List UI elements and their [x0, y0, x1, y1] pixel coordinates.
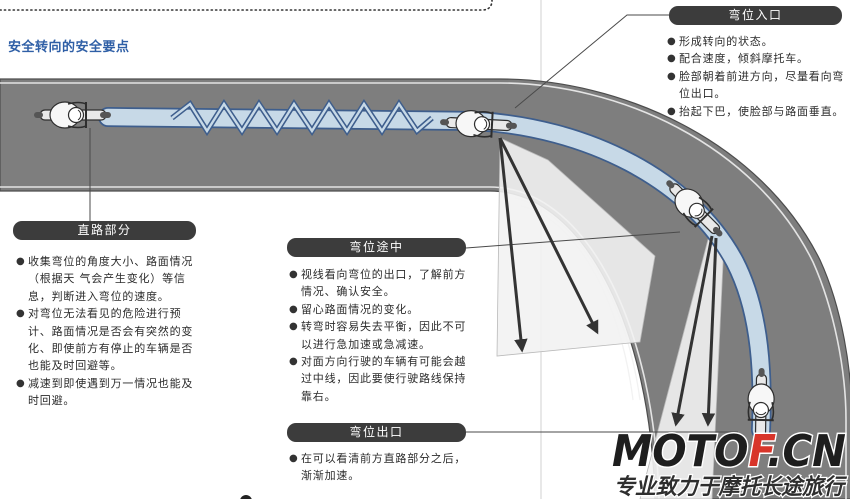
tip-item: ● 抬起下巴，使脸部与路面垂直。 [667, 103, 845, 120]
callout-line-mid-curve [465, 231, 681, 249]
tip-text: 视线看向弯位的出口，了解前方情况、确认安全。 [301, 268, 467, 299]
tip-item: ● 留心路面情况的变化。 [289, 301, 473, 318]
tip-item: ● 形成转向的状态。 [667, 33, 845, 50]
zigzag-path [170, 98, 434, 137]
sight-line-arrow [671, 235, 714, 427]
straight-section-label: 直路部分 [13, 221, 196, 240]
bullet-icon: ● [667, 105, 677, 117]
tip-item: ● 对面方向行驶的车辆有可能会越过中线，因此要使行驶路线保持靠右。 [289, 353, 473, 405]
callout-line-entry [514, 14, 669, 109]
tip-text: 收集弯位的角度大小、路面情况（根据天 气会产生变化）等信息，判断进入弯位的速度。 [28, 255, 194, 303]
field-of-view-area [496, 137, 656, 357]
tip-text: 减速到即使遇到万一情况也能及时回避。 [28, 376, 194, 408]
watermark-logo-prefix: MOTO [612, 426, 748, 477]
curve-entry-section-label: 弯位入口 [669, 6, 842, 25]
bullet-icon: ● [16, 377, 26, 389]
tip-item: ● 配合速度，倾斜摩托车。 [667, 50, 845, 67]
tip-item: ● 视线看向弯位的出口，了解前方情况、确认安全。 [289, 266, 473, 301]
bullet-icon: ● [667, 70, 677, 82]
curve-entry-section-tips: ● 形成转向的状态。 ● 配合速度，倾斜摩托车。 ● 脸部朝着前进方向，尽量看向… [667, 33, 845, 120]
bullet-icon: ● [667, 36, 677, 47]
bullet-icon: ● [289, 303, 299, 315]
tip-text: 对面方向行驶的车辆有可能会越过中线，因此要使行驶路线保持靠右。 [301, 355, 467, 403]
tip-text: 转弯时容易失去平衡，因此不可以进行急加速或急减速。 [301, 320, 467, 351]
bullet-icon: ● [667, 53, 677, 65]
watermark-logo-suffix: .CN [767, 426, 846, 477]
bullet-icon: ● [289, 321, 299, 333]
straight-section-tips: ● 收集弯位的角度大小、路面情况（根据天 气会产生变化）等信息，判断进入弯位的速… [16, 253, 200, 410]
tip-item: ● 对弯位无法看见的危险进行预计、路面情况是否会有突然的变化、即使前方有停止的车… [16, 305, 200, 375]
sight-line-arrow [701, 237, 718, 427]
tip-item: ● 脸部朝着前进方向，尽量看向弯位出口。 [667, 68, 845, 103]
road-outer-edge-line [0, 82, 847, 499]
watermark-logo: MOTOF.CN [612, 426, 846, 477]
tip-item: ● 转弯时容易失去平衡，因此不可以进行急加速或急减速。 [289, 318, 473, 353]
bullet-icon: ● [289, 356, 299, 368]
bullet-icon: ● [16, 256, 26, 267]
bullet-icon: ● [16, 308, 26, 320]
sight-line-arrow [498, 137, 599, 335]
page-frame-dotted [0, 0, 493, 11]
tip-text: 在可以看清前方直路部分之后，渐渐加速。 [301, 452, 467, 483]
tip-item: ● 减速到即使遇到万一情况也能及时回避。 [16, 375, 200, 410]
rider-path [98, 107, 772, 440]
tip-item: ● 收集弯位的角度大小、路面情况（根据天 气会产生变化）等信息，判断进入弯位的速… [16, 253, 200, 305]
tip-item: ● 在可以看清前方直路部分之后，渐渐加速。 [289, 450, 473, 485]
mid-curve-section-tips: ● 视线看向弯位的出口，了解前方情况、确认安全。 ● 留心路面情况的变化。 ● … [289, 266, 473, 405]
mid-curve-section-label: 弯位途中 [287, 238, 466, 257]
tip-text: 脸部朝着前进方向，尽量看向弯位出口。 [679, 69, 845, 101]
tip-text: 配合速度，倾斜摩托车。 [679, 52, 809, 66]
sight-line-arrow [498, 137, 528, 353]
bullet-icon: ● [289, 453, 299, 464]
curve-exit-section-label: 弯位出口 [287, 423, 466, 442]
tip-text: 形成转向的状态。 [679, 35, 774, 48]
tip-text: 留心路面情况的变化。 [301, 302, 419, 316]
binding-hole [240, 495, 252, 499]
page-title: 安全转向的安全要点 [8, 40, 130, 55]
watermark-slogan: 专业致力于摩托长途旅行 [614, 474, 848, 499]
tip-text: 抬起下巴，使脸部与路面垂直。 [679, 104, 845, 118]
curve-exit-section-tips: ● 在可以看清前方直路部分之后，渐渐加速。 [289, 450, 473, 485]
tip-text: 对弯位无法看见的危险进行预计、路面情况是否会有突然的变化、即使前方有停止的车辆是… [28, 307, 194, 373]
bullet-icon: ● [289, 269, 299, 280]
